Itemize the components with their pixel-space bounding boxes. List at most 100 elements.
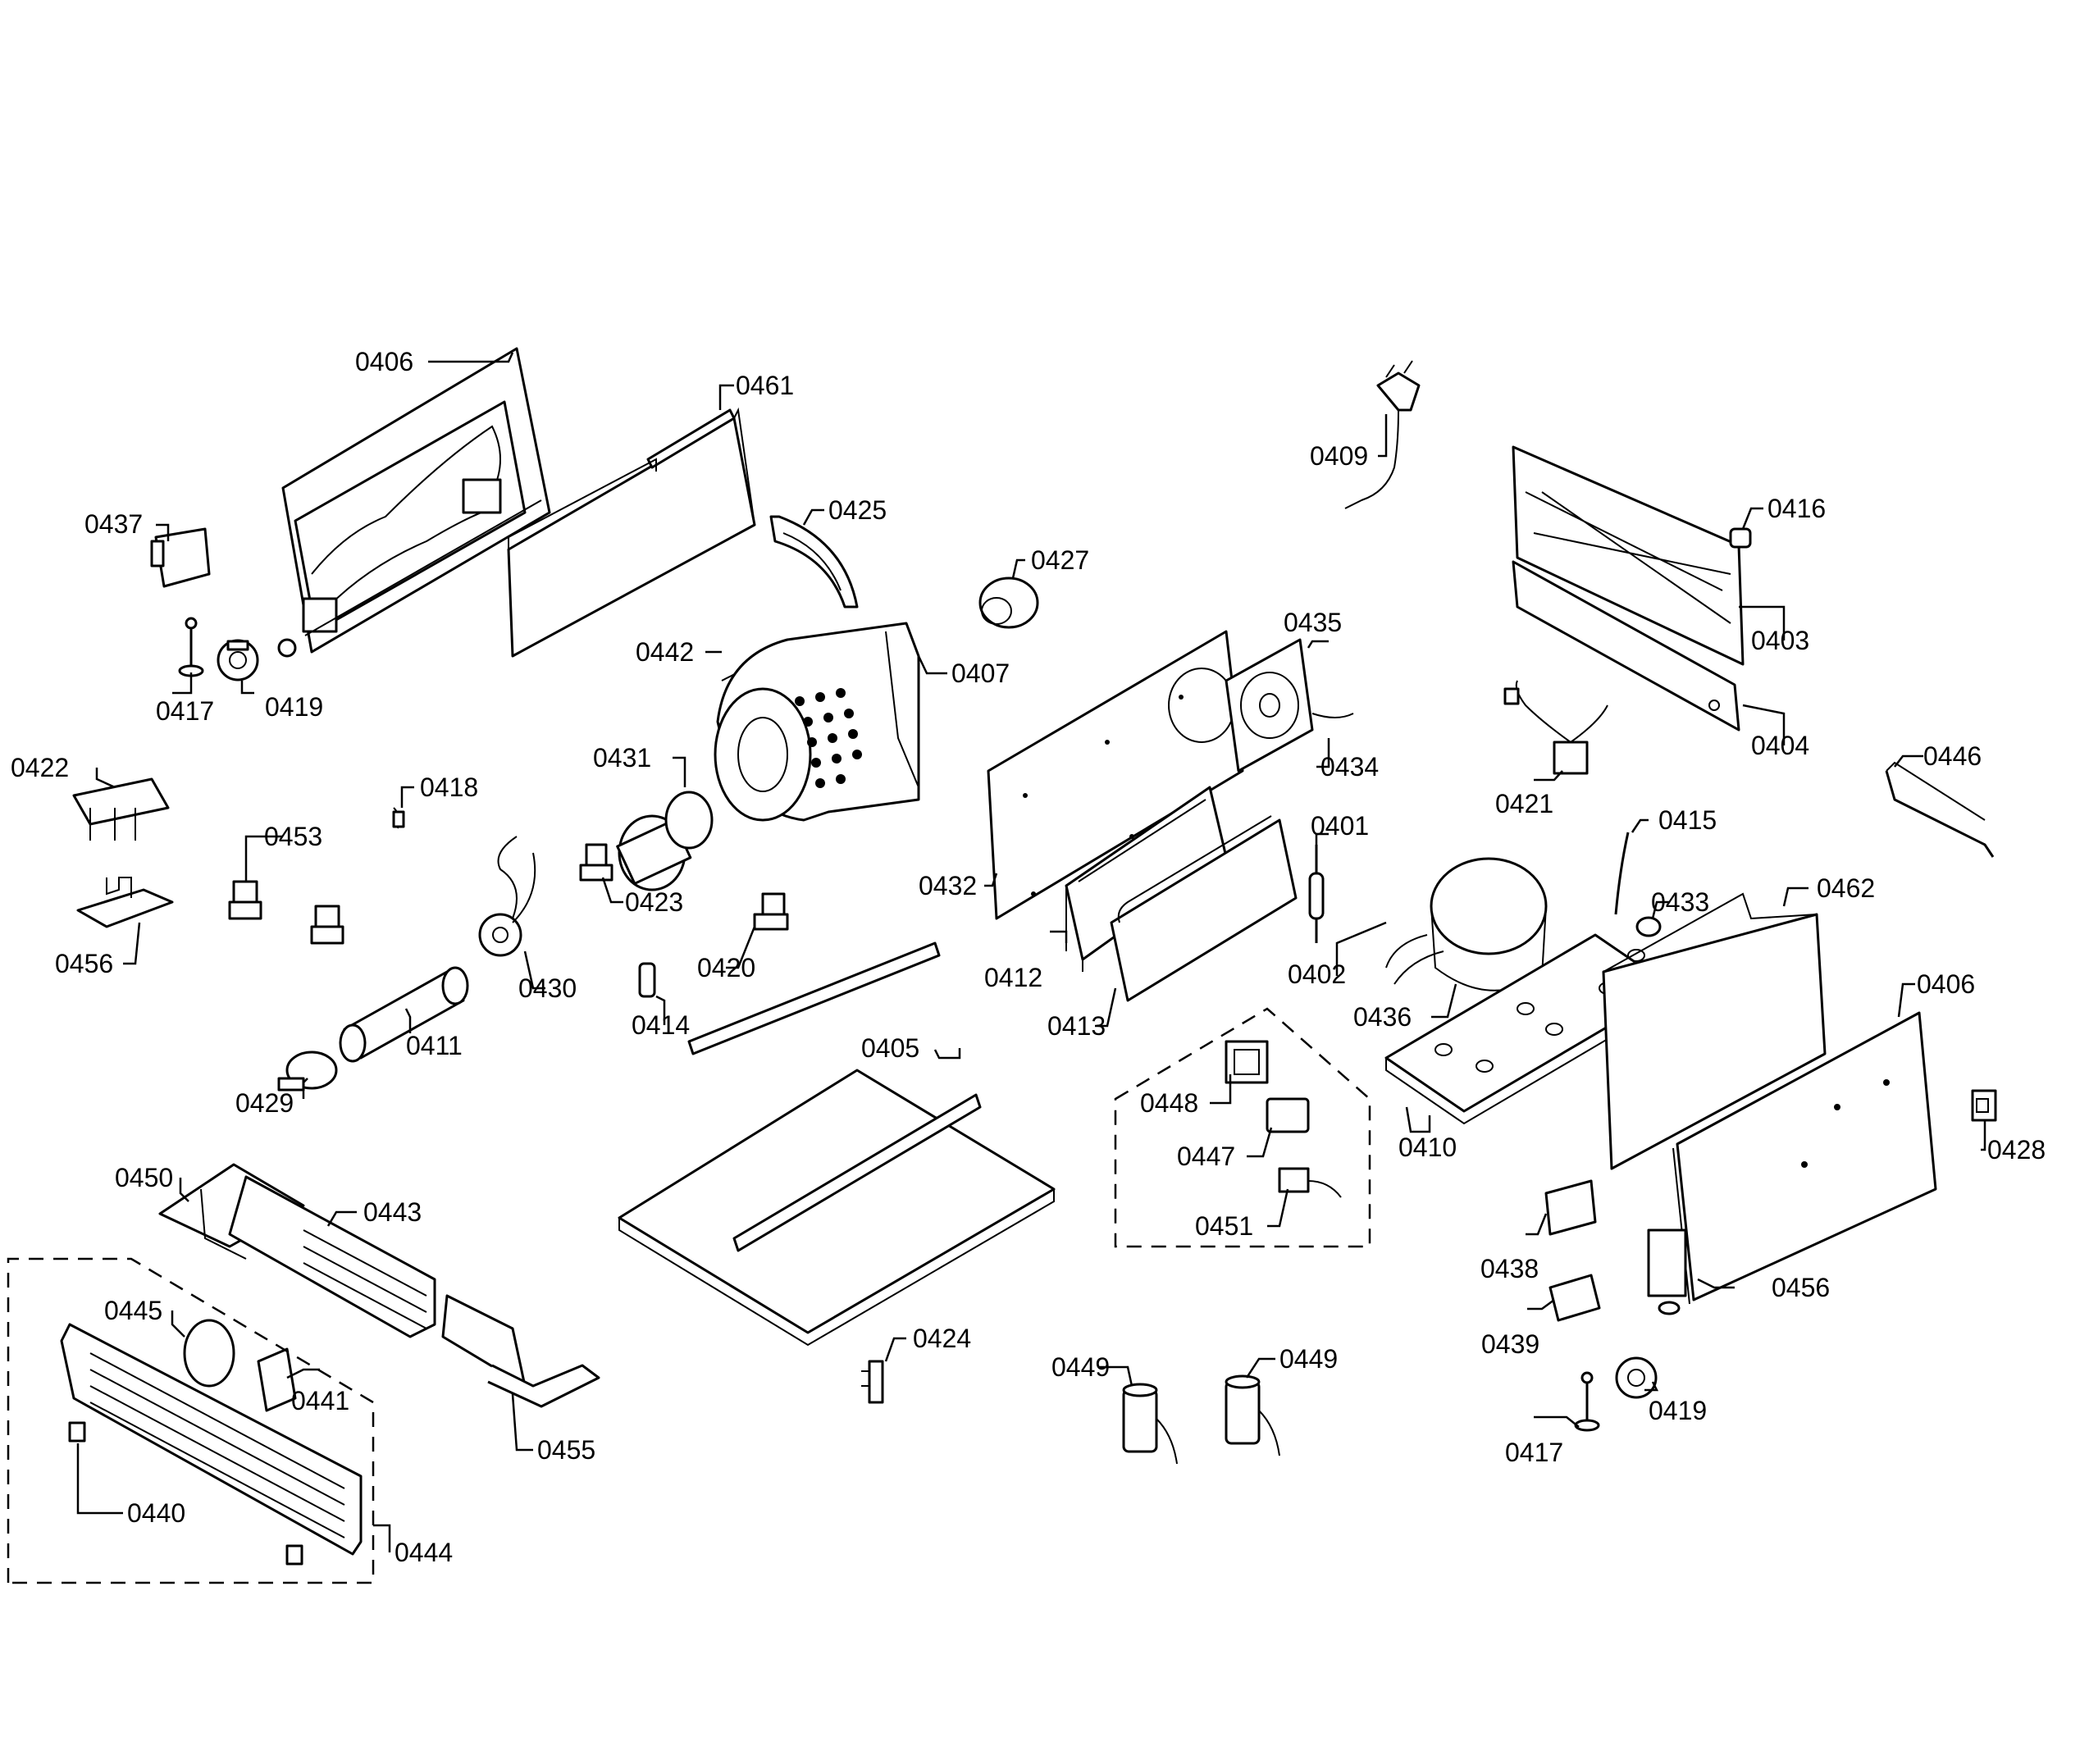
- part-0449-capacitor-right: [1225, 1374, 1280, 1456]
- callout-0419a: 0419: [265, 692, 323, 722]
- part-0401-drier: [1308, 845, 1325, 943]
- callout-0429: 0429: [235, 1088, 294, 1118]
- callout-0431: 0431: [593, 743, 651, 773]
- callout-0462: 0462: [1817, 873, 1875, 903]
- callout-0443: 0443: [363, 1197, 422, 1227]
- part-0418-clip: [392, 807, 405, 829]
- callout-0417a: 0417: [156, 696, 214, 726]
- part-0427-motor: [978, 577, 1039, 629]
- callout-0449b: 0449: [1279, 1344, 1338, 1374]
- part-0409-power-cord: [1344, 360, 1421, 509]
- part-0417-screw-left: [178, 617, 204, 677]
- callout-0409: 0409: [1310, 441, 1368, 471]
- callout-0422: 0422: [11, 753, 69, 782]
- part-0411-filter: [339, 966, 469, 1063]
- part-0446-bracket: [1885, 761, 1995, 858]
- part-0450-duct: [158, 1163, 305, 1260]
- callout-0425: 0425: [828, 495, 887, 525]
- part-0422-cover: [72, 777, 170, 841]
- callout-0404: 0404: [1751, 731, 1809, 760]
- callout-0418: 0418: [420, 773, 478, 802]
- callout-0433: 0433: [1651, 887, 1709, 917]
- part-0441-bracket: [257, 1347, 297, 1412]
- callout-0455: 0455: [537, 1435, 595, 1465]
- callout-0402: 0402: [1288, 959, 1346, 989]
- part-0406-side-panel-right: [1647, 1011, 1937, 1315]
- part-0417-screw-right: [1574, 1371, 1600, 1432]
- part-0447-relay: [1266, 1097, 1310, 1133]
- part-0429-cap: [277, 1051, 338, 1092]
- callout-0421: 0421: [1495, 789, 1553, 818]
- callout-0411: 0411: [406, 1031, 463, 1060]
- callout-0430: 0430: [518, 973, 577, 1003]
- callout-0437: 0437: [84, 509, 143, 539]
- callout-0410: 0410: [1398, 1133, 1457, 1162]
- callout-0407: 0407: [951, 659, 1010, 688]
- callout-0434: 0434: [1320, 752, 1379, 782]
- part-0436-compressor: [1385, 857, 1548, 991]
- callout-0438: 0438: [1480, 1254, 1539, 1283]
- callout-0450: 0450: [115, 1163, 173, 1192]
- callout-0427: 0427: [1031, 545, 1089, 575]
- part-0461-panel: [507, 407, 756, 658]
- part-0419-roller-right: [1615, 1356, 1658, 1399]
- callout-0403: 0403: [1751, 626, 1809, 655]
- part-0414-spacer: [638, 962, 656, 998]
- callout-0444: 0444: [395, 1538, 453, 1567]
- callout-0406a: 0406: [355, 347, 413, 376]
- callout-0413: 0413: [1047, 1011, 1106, 1041]
- callout-0428: 0428: [1987, 1135, 2046, 1165]
- callout-0448: 0448: [1140, 1088, 1198, 1118]
- part-0462-panel: [1602, 892, 1827, 1170]
- part-0403-back-panel: [1512, 445, 1745, 666]
- part-0448-relay: [1225, 1040, 1269, 1084]
- callout-0405: 0405: [861, 1033, 919, 1063]
- part-0456-bracket-left: [76, 877, 174, 928]
- part-0434-fan: [1225, 638, 1354, 773]
- part-0424-hook: [861, 1360, 884, 1404]
- part-0405-drip-tray: [618, 941, 1056, 1347]
- callout-0440: 0440: [127, 1498, 185, 1528]
- callout-0424: 0424: [913, 1324, 971, 1353]
- callout-0420: 0420: [697, 953, 755, 982]
- part-0407-fan-housing: [714, 622, 920, 822]
- callout-0406b: 0406: [1917, 969, 1975, 999]
- callout-0432: 0432: [919, 871, 977, 900]
- callout-0456a: 0456: [55, 949, 113, 978]
- part-0406-side-panel-left: [277, 347, 551, 658]
- part-0428-clip: [1971, 1089, 1997, 1122]
- callout-0423: 0423: [625, 887, 683, 917]
- callout-0416: 0416: [1767, 494, 1826, 523]
- part-0453-valves: [228, 880, 344, 945]
- part-0451-connector: [1278, 1167, 1342, 1198]
- callout-0435: 0435: [1284, 608, 1342, 637]
- part-0455-duct: [441, 1294, 600, 1408]
- part-0431-drum: [616, 791, 714, 891]
- part-0415-tube: [1614, 832, 1630, 915]
- part-0445-fan-ring: [183, 1319, 235, 1388]
- relay-group-outline: [1114, 1007, 1371, 1248]
- callout-0449a: 0449: [1051, 1352, 1110, 1382]
- callout-0442: 0442: [636, 637, 694, 667]
- part-0443-grille: [228, 1175, 436, 1338]
- part-0439-bracket: [1549, 1274, 1601, 1322]
- part-0430-motor: [478, 836, 536, 957]
- callout-0453: 0453: [264, 822, 322, 851]
- part-0419-roller-left: [217, 639, 259, 681]
- front-grille-group-outline: [7, 1257, 375, 1584]
- part-0438-bracket: [1544, 1179, 1597, 1236]
- callout-0461: 0461: [736, 371, 794, 400]
- callout-0412: 0412: [984, 963, 1042, 992]
- callout-0445: 0445: [104, 1296, 162, 1325]
- part-0404-lower-panel: [1512, 560, 1740, 732]
- part-0420-valve: [753, 892, 789, 931]
- callout-0447: 0447: [1177, 1142, 1235, 1171]
- part-0440-pads: [68, 1421, 303, 1566]
- callout-labels: 0406 0461 0425 0437 0417 0419 0427 0442 …: [11, 347, 2046, 1567]
- part-0423-valve: [579, 843, 613, 882]
- callout-0439: 0439: [1481, 1329, 1539, 1359]
- part-0437-bracket: [150, 527, 211, 588]
- callout-0415: 0415: [1658, 805, 1717, 835]
- leader-lines: [76, 352, 1986, 1552]
